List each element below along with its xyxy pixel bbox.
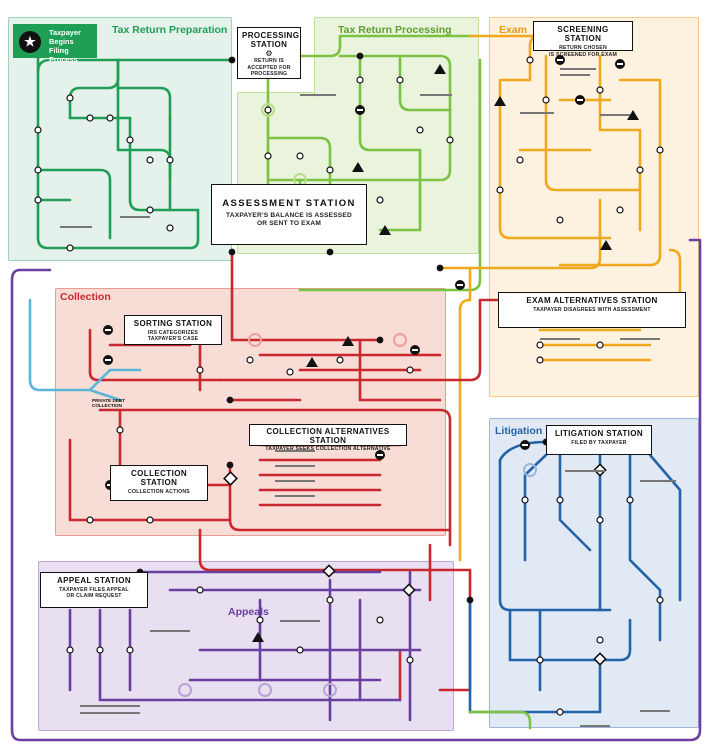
start-label-line2: Begins Filing [49,36,74,55]
collection-station: COLLECTION STATION COLLECTION ACTIONS [110,465,208,501]
start-label-line1: Taxpayer [49,28,81,37]
route-appeals [10,238,702,742]
assessment-station: ASSESSMENT STATION TAXPAYER'S BALANCE IS… [211,184,367,245]
processing-title-line2: STATION [250,40,288,50]
region-title-tax-return-preparation: Tax Return Preparation [112,24,228,36]
assessment-sub-line2: OR SENT TO EXAM [256,219,322,227]
route-processing-bottom [468,710,532,730]
route-preparation [36,54,234,250]
region-title-collection: Collection [60,291,111,303]
collection-title-line1: COLLECTION [131,469,187,478]
appeal-sub-line1: TAXPAYER FILES APPEAL [59,587,129,594]
exam-alternatives-sub: TAXPAYER DISAGREES WITH ASSESSMENT [533,307,651,314]
appeal-station: APPEAL STATION TAXPAYER FILES APPEAL OR … [40,572,148,608]
gear-icon: ⚙ [265,49,273,59]
screening-sub-line2: IS SCREENED FOR EXAM [549,51,617,58]
assessment-title: ASSESSMENT STATION [222,198,356,209]
station-dots [34,52,664,716]
region-tax-return-processing-top [314,17,479,98]
region-title-tax-return-processing: Tax Return Processing [338,24,452,36]
screening-sub-line1: RETURN CHOSEN [559,45,607,52]
collection-sub: COLLECTION ACTIONS [128,489,190,496]
sorting-sub-line2: TAXPAYER'S CASE [147,336,199,343]
route-litigation [468,440,682,714]
collection-title-line2: STATION [140,478,178,488]
star-icon: ★ [19,31,41,53]
collection-alternatives-title: COLLECTION ALTERNATIVES STATION [266,427,390,446]
sorting-sub-line1: IRS CATEGORIZES [147,330,199,337]
route-private-debt [28,298,142,402]
region-title-litigation: Litigation [495,425,543,437]
assessment-sub-line1: TAXPAYER'S BALANCE IS ASSESSED [226,211,352,219]
screening-title: SCREENING STATION [557,25,609,44]
processing-title-line1: PROCESSING [242,31,300,40]
screening-station: SCREENING STATION RETURN CHOSEN IS SCREE… [533,21,633,58]
litigation-sub: FILED BY TAXPAYER [571,440,627,447]
start-taxpayer-begins-filing: ★ Taxpayer Begins Filing Process [13,24,97,64]
appeal-sub-line2: OR CLAIM REQUEST [66,593,122,600]
appeal-title: APPEAL STATION [56,576,132,585]
private-debt-collection-label: PRIVATE DEBT COLLECTION [92,398,126,408]
litigation-title: LITIGATION STATION [554,429,644,438]
litigation-station: LITIGATION STATION FILED BY TAXPAYER [546,425,652,455]
processing-sub-line2: ACCEPTED FOR [247,64,291,71]
exam-alternatives-title: EXAM ALTERNATIVES STATION [526,296,658,305]
collection-alternatives-station: COLLECTION ALTERNATIVES STATION TAXPAYER… [249,424,407,452]
start-label-line3: Process [49,54,78,64]
private-debt-collection-text: PRIVATE DEBT COLLECTION [92,398,126,409]
processing-station: PROCESSING STATION ⚙ RETURN IS ACCEPTED … [237,27,301,79]
route-exam [438,34,682,562]
collection-alternatives-sub: TAXPAYER SEEKS COLLECTION ALTERNATIVE [265,446,391,453]
processing-sub-line1: RETURN IS [254,58,284,65]
region-title-appeals: Appeals [228,606,269,618]
sorting-title: SORTING STATION [133,319,213,328]
sorting-station: SORTING STATION IRS CATEGORIZES TAXPAYER… [124,315,222,345]
processing-sub-line3: PROCESSING [250,70,288,77]
region-title-exam: Exam [499,24,528,36]
exam-alternatives-station: EXAM ALTERNATIVES STATION TAXPAYER DISAG… [498,292,686,328]
